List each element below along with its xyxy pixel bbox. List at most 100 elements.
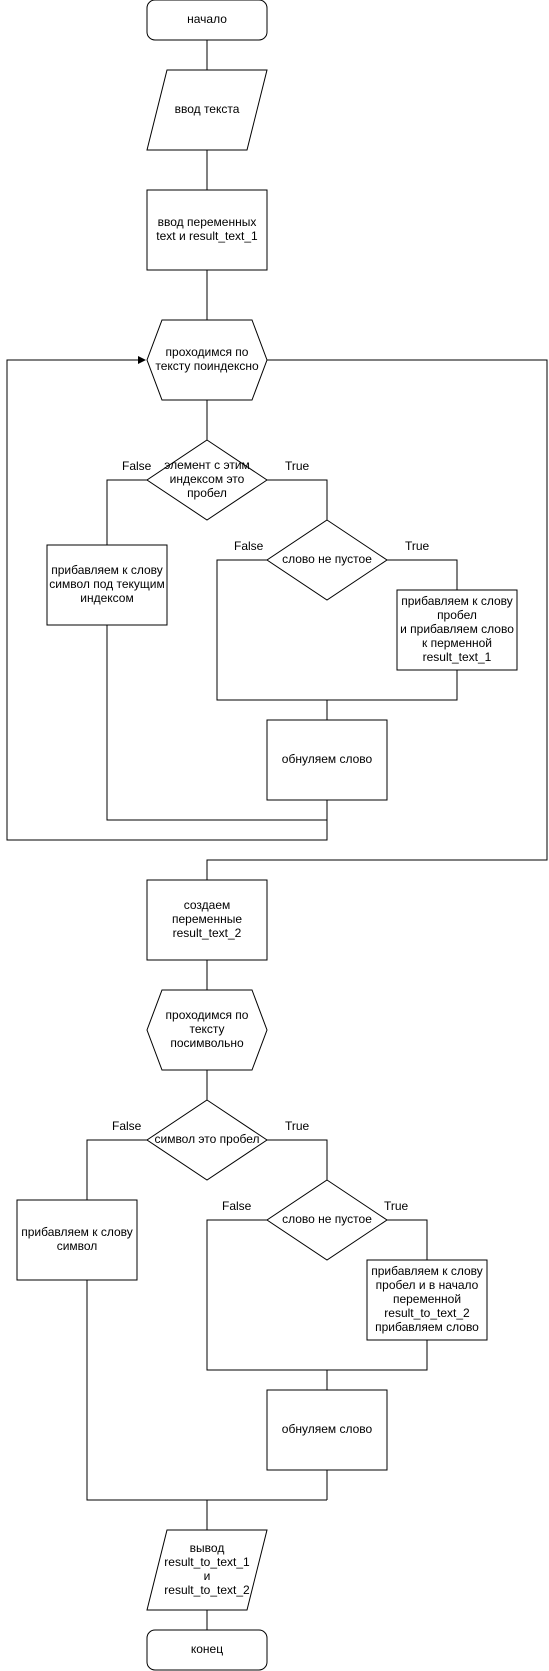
add-word2-line-4: result_to_text_2 [384,1306,470,1320]
edge-label-true-1: True [285,459,310,473]
cond-space1-diamond [146,439,268,521]
edge-label-false-2: False [234,539,264,553]
edge-label-false-1: False [122,459,152,473]
output-parallelogram [146,1529,268,1611]
input-text-label: ввод текста [175,102,240,116]
cond-space2-diamond [146,1099,268,1181]
edge-cond3-true [267,1139,328,1180]
cond-word1-line-1: слово не пустое [282,552,372,566]
cond-word2-diamond [266,1179,388,1261]
output-line-2: result_to_text_1 [164,1555,250,1569]
loop2-line-2: тексту [189,1022,224,1036]
init-vars-process [146,189,268,271]
add-word1-line-4: к перменной [422,636,492,650]
create-var2-line-3: result_text_2 [173,926,242,940]
loop1-line-1: проходимся по [166,345,249,359]
reset2-line-1: обнуляем слово [282,1422,373,1436]
edge-loop1-back [6,356,328,841]
add-char2-line-1: прибавляем к слову [21,1225,133,1239]
add-word1-line-2: пробел [437,608,477,622]
end-terminal [146,1629,268,1671]
loop2-line-1: проходимся по [166,1008,249,1022]
edge-label-true-4: True [384,1199,409,1213]
add-word1-line-1: прибавляем к слову [401,594,513,608]
edge-cond3-false [86,1139,147,1200]
reset1-label: обнуляем слово [282,752,373,766]
loop2-line-3: посимвольно [170,1036,244,1050]
loop2-hexagon [146,989,268,1071]
add-char1-line-2: символ под текущим [49,577,164,591]
create-var2-process [146,879,268,961]
end-label: конец [191,1642,223,1656]
create-var2-line-2: переменные [172,912,242,926]
output-line-4: result_to_text_2 [164,1583,250,1597]
cond-word2-label: слово не пустое [282,1212,372,1226]
reset2-label: обнуляем слово [282,1422,373,1436]
cond-space1-line-1: элемент с этим [164,458,250,472]
loop1-hexagon [146,319,268,401]
start-terminal [146,0,268,41]
edge-cond1-false [106,479,147,545]
add-word1-process [396,589,518,671]
edge-label-true-2: True [405,539,430,553]
output-line-3: и [204,1569,211,1583]
loop1-line-2: тексту поиндексно [155,359,259,373]
edge-addchar2-to-merge [86,1280,327,1501]
edge-addword1-to-merge [327,670,458,701]
output-line-1: вывод [190,1541,225,1555]
input-text-parallelogram [146,69,268,151]
add-char1-process [46,544,168,626]
add-char1-line-3: индексом [80,591,133,605]
add-word2-line-5: прибавляем слово [375,1320,479,1334]
reset1-line-1: обнуляем слово [282,752,373,766]
cond-space2-label: символ это пробел [154,1132,259,1146]
init-vars-line-2: text и result_text_1 [156,229,258,243]
add-word2-process [366,1259,488,1341]
edge-labels: False True False True False True False T… [112,459,430,1213]
edge-cond2-true [387,559,458,590]
cond-space1-line-2: индексом это [170,472,245,486]
edge-label-false-4: False [222,1199,252,1213]
edge-loop1-exit [206,359,548,880]
add-word2-line-2: пробел и в начало [376,1278,479,1292]
add-word1-line-3: и прибавляем слово [400,622,514,636]
edge-cond4-true [387,1219,428,1260]
end-line-1: конец [191,1642,223,1656]
add-word2-line-1: прибавляем к слову [371,1264,483,1278]
edge-addchar1-to-merge [106,625,327,821]
cond-space1-line-3: пробел [187,486,227,500]
create-var2-line-1: создаем [184,898,231,912]
edge-cond1-true [267,479,328,520]
reset1-process [266,719,388,801]
cond-space2-line-1: символ это пробел [154,1132,259,1146]
input-text-line-1: ввод текста [175,102,240,116]
shapes [16,0,518,1671]
start-line-1: начало [187,12,227,26]
add-char2-process [16,1199,138,1281]
edge-cond2-false [216,559,327,701]
add-char1-line-1: прибавляем к слову [51,563,163,577]
edge-label-false-3: False [112,1119,142,1133]
edge-label-true-3: True [285,1119,310,1133]
add-word1-line-5: result_text_1 [423,650,492,664]
cond-word1-label: слово не пустое [282,552,372,566]
add-char2-line-2: символ [57,1239,98,1253]
add-word2-line-3: переменной [393,1292,461,1306]
cond-word1-diamond [266,519,388,601]
edge-cond4-false [206,1219,327,1371]
edge-addword2-to-merge [327,1340,428,1371]
start-label: начало [187,12,227,26]
connectors [6,40,548,1630]
